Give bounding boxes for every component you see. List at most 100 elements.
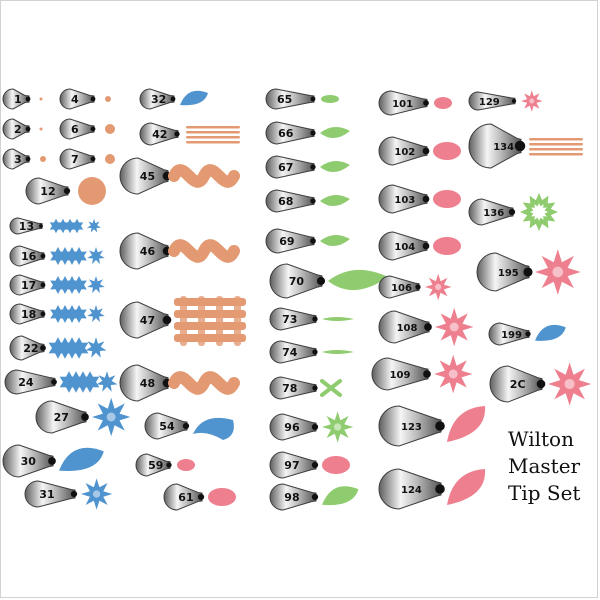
sample-swirl [69,337,89,359]
tip-65: 65 [265,88,339,110]
sample-petal [322,456,350,474]
tip-12: 12 [25,177,106,205]
sample-swirl [64,247,80,265]
tip-136: 136 [468,192,559,232]
nozzle-opening [511,98,517,104]
tip-label: 124 [401,485,422,496]
sample-weave-v [198,296,205,346]
tip-body [269,376,317,400]
sample-weave-h [174,322,246,330]
tip-73: 73 [269,307,354,331]
tip-101: 101 [378,90,452,116]
tip-label: 199 [501,330,522,341]
sample-ribbon [168,239,240,263]
nozzle-opening [170,96,176,102]
tip-body [378,90,428,116]
tip-label: 24 [18,376,34,389]
nozzle-opening [422,195,430,203]
sample-dot [39,127,43,131]
tip-label: 4 [71,93,79,106]
nozzle-opening [525,331,531,337]
sample-swirl [56,218,70,234]
nozzle-opening [25,96,31,102]
sample-leaf [320,234,350,247]
tip-42: 42 [139,122,240,146]
sample-dot [39,97,43,101]
nozzle-opening [40,253,46,259]
sample-flower-center [333,423,342,431]
tip-label: 30 [21,455,37,468]
tip-body [489,365,543,403]
sample-flower-center [106,412,116,422]
sample-petal [433,190,461,208]
title-line-3: Tip Set [508,481,581,505]
tip-label: 78 [282,382,297,395]
sample-petal [177,459,195,471]
tip-129: 129 [468,90,543,112]
tip-47: 47 [119,296,246,346]
sample-swirl [57,276,73,294]
sample-line [186,136,240,139]
sample-swirl [50,305,66,323]
tip-label: 54 [159,420,175,433]
sample-rosette [87,276,105,294]
tip-body [468,198,514,226]
tip-body [25,177,69,205]
sample-petal [434,97,452,109]
tip-label: 74 [282,346,298,359]
sample-flower-center [435,283,442,291]
tip-3: 3 [2,148,46,170]
sample-line [529,143,583,146]
tip-label: 136 [483,208,504,219]
nozzle-opening [25,126,31,132]
tip-7: 7 [59,148,115,170]
nozzle-opening [312,385,318,391]
sample-leaf [320,126,350,139]
tip-label: 98 [284,491,299,504]
tip-body [269,307,317,331]
tip-label: 68 [278,195,293,208]
sample-flower-center [92,490,101,498]
nozzle-opening [536,379,546,389]
tip-body [476,252,530,292]
sample-petal [433,237,461,255]
tip-label: 73 [282,313,297,326]
tip-label: 13 [19,220,34,233]
tip-16: 16 [9,245,105,267]
tip-2c: 2C [489,362,592,406]
sample-swirl [64,305,80,323]
tip-body [9,274,45,296]
sample-flower-center [448,369,458,379]
sample-shell [322,486,359,506]
sample-swirl [50,276,66,294]
tip-body [265,228,315,254]
tip-body [269,483,317,511]
nozzle-opening [311,423,319,431]
tip-54: 54 [144,412,234,440]
tip-97: 97 [269,451,350,479]
tip-body [468,123,522,169]
tip-label: 27 [54,411,69,424]
tip-104: 104 [378,231,461,261]
tip-69: 69 [265,228,350,254]
tip-body [378,275,420,299]
tip-body [265,155,315,179]
tip-label: 109 [390,370,411,381]
sample-flower-center [564,378,575,390]
tip-body [269,340,317,364]
sample-shell [59,447,104,471]
sample-ribbon [168,371,240,395]
tip-body [119,364,169,402]
tip-31: 31 [24,478,113,510]
tip-102: 102 [378,136,461,166]
tip-61: 61 [163,483,236,511]
nozzle-opening [312,316,318,322]
sample-swirl [70,218,84,234]
sample-ribbon [168,164,240,188]
tip-24: 24 [4,369,118,395]
tip-label: 96 [284,421,300,434]
sample-ruffle [193,417,234,440]
tip-96: 96 [269,411,354,443]
